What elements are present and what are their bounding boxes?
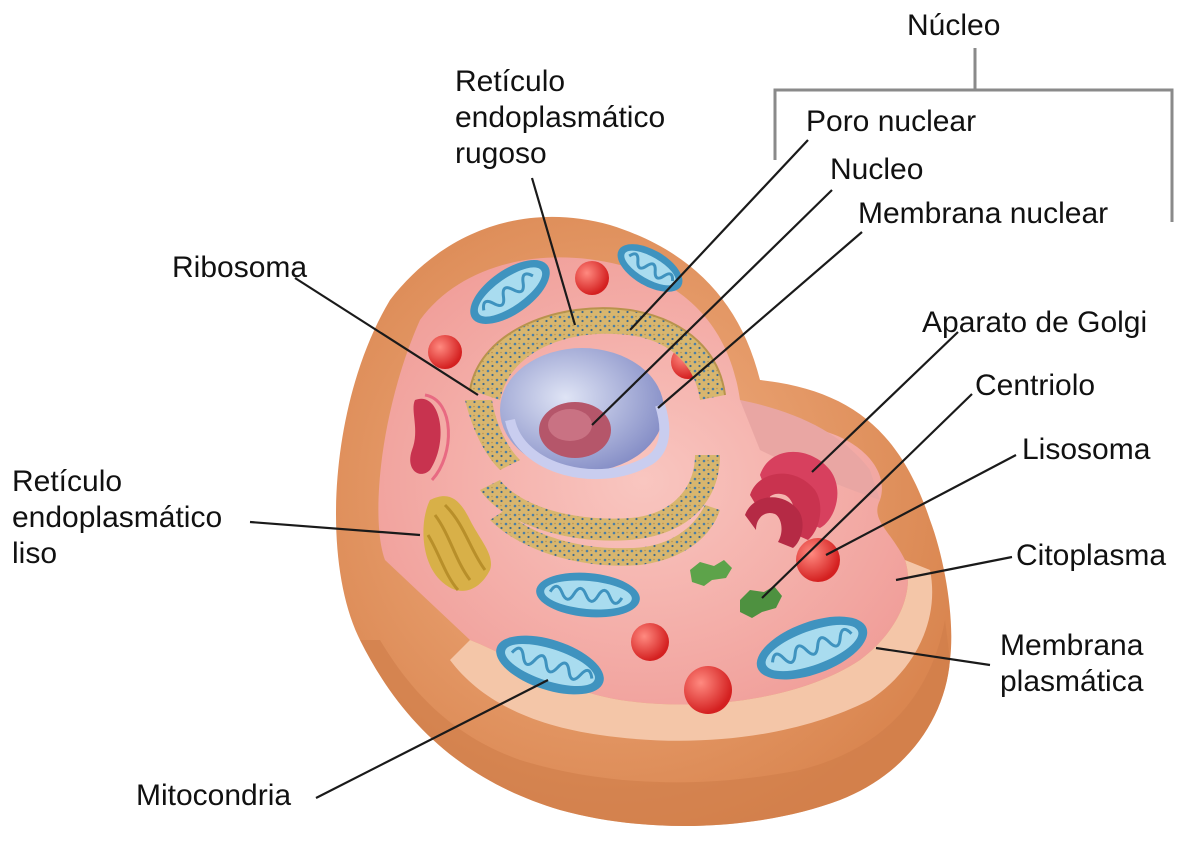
label-mp-line-1: Membrana (1000, 628, 1143, 664)
label-citoplasma: Citoplasma (1016, 538, 1166, 574)
label-ribosoma: Ribosoma (172, 250, 307, 286)
label-rer-line-1: Retículo (455, 64, 665, 100)
label-rel-line-1: Retículo (12, 464, 222, 500)
vesicle-4 (631, 623, 669, 661)
label-lisosoma: Lisosoma (1022, 432, 1150, 468)
label-rer-line-3: rugoso (455, 136, 665, 172)
label-poro-nuclear: Poro nuclear (806, 104, 976, 140)
label-mitocondria: Mitocondria (136, 778, 291, 814)
label-nucleo: Nucleo (830, 152, 923, 188)
label-rel-line-3: liso (12, 536, 222, 572)
vesicle-5 (684, 666, 732, 714)
label-mp-line-2: plasmática (1000, 664, 1143, 700)
label-rer: Retículo endoplasmático rugoso (455, 64, 665, 172)
label-centriolo: Centriolo (975, 368, 1095, 404)
vesicle-1 (575, 261, 609, 295)
label-nucleo-group: Núcleo (907, 8, 1000, 44)
label-rer-line-2: endoplasmático (455, 100, 665, 136)
label-membrana-plasmatica: Membrana plasmática (1000, 628, 1143, 700)
label-rel: Retículo endoplasmático liso (12, 464, 222, 572)
label-rel-line-2: endoplasmático (12, 500, 222, 536)
vesicle-2 (428, 335, 462, 369)
label-aparato-golgi: Aparato de Golgi (922, 305, 1147, 341)
label-membrana-nuclear: Membrana nuclear (858, 196, 1108, 232)
